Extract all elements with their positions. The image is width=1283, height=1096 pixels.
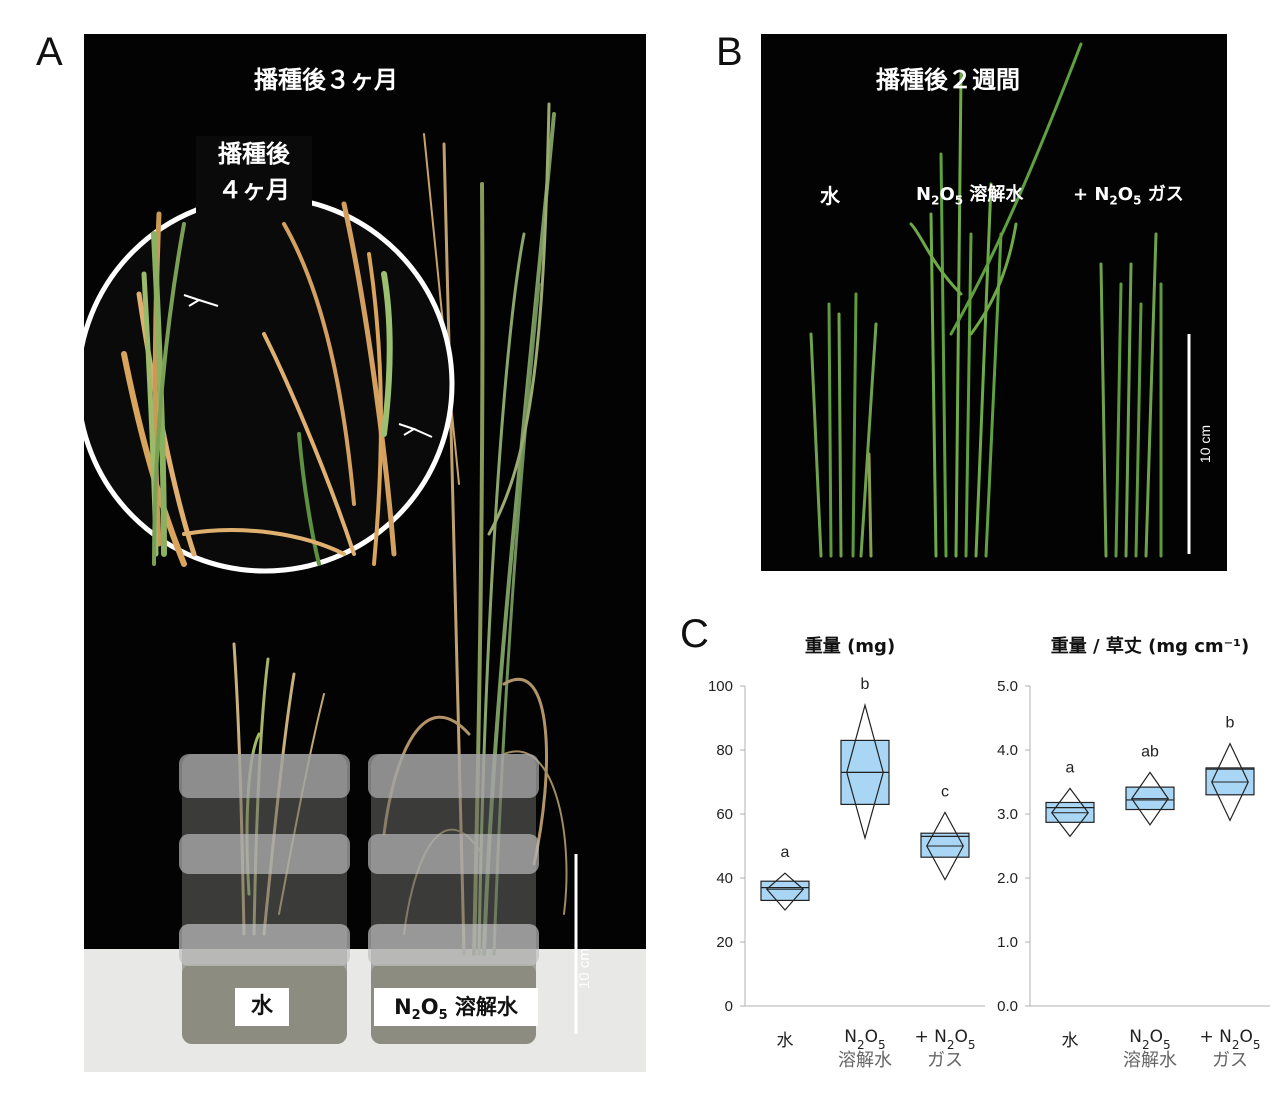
mean-diamond-0-0 [765, 872, 805, 911]
inset-magnified-view [84, 194, 455, 574]
y-tick-label-1-3: 3.0 [997, 806, 1018, 823]
panel-a-o: O [420, 995, 439, 1019]
panel-a-sub5: 5 [438, 1008, 448, 1024]
panel-b-label-n2o5: N2O5 溶解水 [916, 180, 1023, 208]
panel-b-gas-sub2: 2 [1109, 193, 1118, 208]
panel-b-suffix: 溶解水 [963, 184, 1024, 205]
panel-a-n: N [394, 995, 412, 1019]
sig-letter-0-1: b [861, 676, 870, 693]
panel-b-gas-suffix: ガス [1141, 184, 1184, 205]
y-tick-label-1-4: 4.0 [997, 742, 1018, 759]
sig-letter-1-1: ab [1141, 743, 1159, 760]
panel-a-sub2: 2 [411, 1008, 421, 1024]
chart-title-1: 重量 / 草丈 (mg cm⁻¹) [1051, 635, 1250, 657]
panel-b-scene [809, 42, 1191, 558]
seedlings-n2o5-water [909, 42, 1083, 558]
panel-b-scale-label: 10 cm [1197, 424, 1214, 464]
inset-label: 播種後 ４ヶ月 [196, 136, 312, 220]
seedlings-n2o5-gas [1099, 232, 1163, 558]
y-tick-label-1-2: 2.0 [997, 870, 1018, 887]
mean-diamond-0-1 [846, 702, 884, 841]
y-tick-label-0-3: 60 [716, 806, 733, 823]
left-pot [179, 754, 350, 1044]
category-label-0-1: N2O5 [844, 1027, 885, 1052]
y-tick-label-1-0: 0.0 [997, 998, 1018, 1015]
y-tick-label-0-1: 20 [716, 934, 733, 951]
panel-a-label-water: 水 [235, 988, 289, 1026]
panel-b-photo [761, 34, 1227, 571]
panel-b-gas-prefix: + N [1073, 184, 1110, 205]
box-1-2 [1205, 767, 1255, 796]
y-tick-label-0-0: 0 [725, 998, 733, 1015]
category-label-1-0: 水 [1062, 1031, 1079, 1051]
y-tick-label-0-4: 80 [716, 742, 733, 759]
mean-diamond-1-2 [1211, 742, 1249, 822]
panel-a-scale-label: 10 cm [575, 948, 593, 989]
panel-b-sub2: 2 [931, 193, 940, 208]
inset-label-line1: 播種後 [218, 140, 290, 168]
panel-b-gas-o: O [1117, 184, 1134, 205]
panel-a-label-water-text: 水 [250, 994, 273, 1019]
panel-b-n: N [916, 184, 932, 205]
panel-a-suffix: 溶解水 [447, 995, 518, 1019]
category-sublabel-0-1: 溶解水 [838, 1050, 892, 1071]
category-sublabel-0-2: ガス [927, 1050, 963, 1071]
panel-b-sub5: 5 [954, 193, 964, 208]
panel-a-photo [84, 34, 646, 1072]
y-tick-label-0-5: 100 [708, 678, 733, 695]
mean-diamond-0-2 [926, 811, 964, 881]
category-label-0-2: + N2O5 [914, 1027, 975, 1052]
sig-letter-1-2: b [1226, 715, 1235, 732]
panel-b-label-gas: + N2O5 ガス [1073, 180, 1184, 208]
panel-b-title: 播種後２週間 [876, 66, 1020, 94]
panel-a-title: 播種後３ヶ月 [254, 66, 398, 94]
panel-a-letter: A [36, 30, 63, 74]
sig-letter-1-0: a [1066, 759, 1075, 776]
category-label-1-2: + N2O5 [1199, 1027, 1260, 1052]
panel-a-scene [84, 102, 646, 1072]
category-sublabel-1-1: 溶解水 [1123, 1050, 1177, 1071]
y-tick-label-1-1: 1.0 [997, 934, 1018, 951]
panel-b-letter: B [716, 30, 743, 74]
mean-diamond-1-1 [1131, 771, 1169, 826]
panel-b-label-water: 水 [820, 184, 840, 208]
panel-b-o: O [939, 184, 955, 205]
sig-letter-0-2: c [941, 783, 949, 800]
panel-a-label-n2o5: N2O5 溶解水 [374, 988, 538, 1026]
panel-b-gas-sub5: 5 [1133, 193, 1142, 208]
category-sublabel-1-2: ガス [1212, 1050, 1248, 1071]
y-tick-label-1-5: 5.0 [997, 678, 1018, 695]
category-label-0-0: 水 [777, 1031, 794, 1051]
seedlings-water [809, 292, 878, 558]
box-0-2 [920, 832, 970, 858]
panel-c-letter: C [680, 612, 709, 656]
table-surface [84, 949, 646, 1072]
y-tick-label-0-2: 40 [716, 870, 733, 887]
sig-letter-0-0: a [781, 844, 790, 861]
mean-diamond-1-0 [1051, 787, 1089, 838]
category-label-1-1: N2O5 [1129, 1027, 1170, 1052]
inset-label-line2: ４ヶ月 [218, 176, 290, 204]
chart-title-0: 重量 (mg) [805, 635, 895, 657]
